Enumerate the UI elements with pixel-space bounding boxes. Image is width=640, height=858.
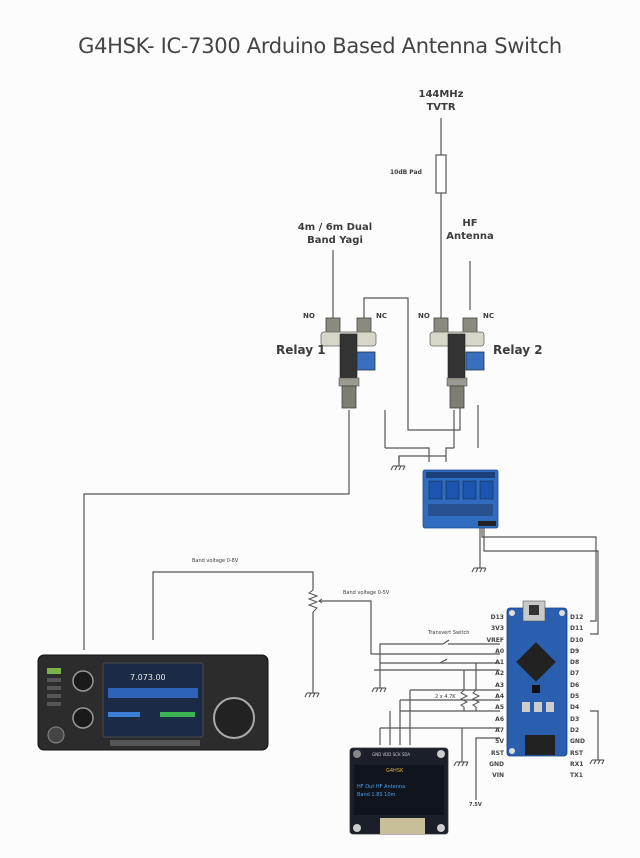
yagi-label-line1: 4m / 6m Dual (297, 222, 373, 233)
relay2-no-label: NO (418, 312, 430, 320)
pin-d5: D5 (570, 693, 580, 701)
pullup-resistor-1 (459, 689, 469, 708)
pin-d2: D2 (570, 726, 580, 734)
pullup-resistor-2 (471, 689, 481, 708)
radio-knob-2 (72, 707, 94, 729)
pin-vin: VIN (492, 772, 504, 780)
pin-d6: D6 (570, 681, 580, 689)
wire-relay1-coil-to-board (385, 447, 430, 462)
wire-relay1-common-to-radio (83, 410, 350, 650)
pin-a5: A5 (495, 704, 504, 712)
pin-gnd-left: GND (489, 760, 504, 768)
wire-relay1-nc-to-relay2-common (363, 297, 461, 431)
pin-a4: A4 (495, 693, 504, 701)
transvert-switch-label: Transvert Switch (428, 630, 470, 636)
pin-rx1: RX1 (570, 760, 584, 768)
hf-antenna-label-line2: Antenna (446, 231, 494, 242)
wire-relay-ground-bus (398, 455, 446, 462)
pin-rst-left: RST (490, 749, 504, 757)
pin-vref: VREF (486, 636, 504, 644)
wire-vin-supply (475, 737, 500, 800)
wire-relayboard-to-d11 (481, 528, 597, 622)
radio-screen (102, 662, 204, 738)
wire-relay2-coil-to-board (445, 447, 454, 462)
potentiometer (307, 589, 319, 613)
wire-band-voltage-8v (152, 571, 314, 640)
ground-symbols (304, 465, 605, 767)
pin-d10: D10 (570, 636, 584, 644)
hf-antenna-label: HF Antenna (440, 217, 500, 243)
pin-tx1: TX1 (570, 772, 583, 780)
tvtr-label-line2: TVTR (426, 102, 456, 113)
pin-d13: D13 (490, 614, 504, 621)
hf-antenna-label-line1: HF (462, 218, 478, 229)
oled-display (349, 747, 449, 835)
pin-d3: D3 (570, 715, 580, 723)
wire-band-voltage-5v-to-a0 (319, 600, 500, 655)
pin-a6: A6 (495, 715, 504, 723)
coax-relay-1 (320, 317, 377, 409)
microcontroller-chip (516, 642, 556, 682)
vfo-dial (213, 697, 255, 739)
wire-transvert-switch-a (379, 643, 443, 663)
pad-label: 10dB Pad (390, 169, 422, 176)
pin-a0: A0 (495, 647, 504, 655)
pin-5v: 5V (495, 738, 504, 746)
vin-supply-label: 7.5V (469, 802, 482, 808)
relay2-nc-label: NC (483, 312, 494, 320)
relay1-label: Relay 1 (276, 343, 326, 357)
radio-knob-1 (72, 670, 94, 692)
pin-d11: D11 (570, 625, 584, 633)
band-voltage-5v-label: Band voltage 0-5V (343, 590, 390, 596)
relay-board (422, 469, 499, 529)
arduino-nano (506, 600, 568, 757)
pin-gnd-right: GND (570, 738, 585, 746)
yagi-label: 4m / 6m Dual Band Yagi (290, 221, 380, 247)
pin-a1: A1 (495, 659, 504, 667)
resistors-label: 2 x 4.7K (435, 694, 456, 700)
tvtr-label: 144MHz TVTR (410, 88, 472, 114)
oled-line2: HF Out HF Antenna (357, 784, 406, 790)
pin-d9: D9 (570, 647, 580, 655)
pin-a2: A2 (495, 670, 504, 678)
relay-coil (356, 351, 376, 371)
band-voltage-8v-label: Band voltage 0-8V (192, 558, 239, 564)
yagi-label-line2: Band Yagi (307, 235, 363, 246)
relay2-label: Relay 2 (493, 343, 543, 357)
icsp-header (525, 735, 555, 755)
tvtr-label-line1: 144MHz (418, 89, 464, 100)
relay1-nc-label: NC (376, 312, 387, 320)
ic7300-radio (37, 654, 269, 751)
radio-frequency: 7.073.00 (130, 673, 166, 682)
coax-relay-2 (429, 317, 485, 409)
oled-line1: G4HSK (386, 768, 404, 774)
relay1-no-label: NO (303, 312, 315, 320)
oled-line3: Band 1.8S 10m (357, 792, 396, 798)
wire-relayboard-to-d12 (483, 528, 599, 635)
pin-d8: D8 (570, 659, 580, 667)
arduino-left-pins: D13 3V3 VREF A0 A1 A2 A3 A4 A5 A6 A7 5V … (486, 612, 504, 781)
pin-a7: A7 (495, 726, 504, 734)
attenuator-pad (435, 154, 447, 194)
pin-3v3: 3V3 (491, 625, 504, 633)
pin-a3: A3 (495, 681, 504, 689)
pin-rst-right: RST (570, 749, 584, 757)
pin-d4: D4 (570, 704, 580, 712)
oled-header-pins: GND VDD SCK SDA (372, 752, 411, 757)
pin-d12: D12 (570, 614, 584, 621)
diagram-title: G4HSK- IC-7300 Arduino Based Antenna Swi… (78, 34, 562, 58)
arduino-right-pins: D12 D11 D10 D9 D8 D7 D6 D5 D4 D3 D2 GND … (570, 612, 588, 781)
wire-right-gnd (590, 710, 599, 760)
pin-d7: D7 (570, 670, 580, 678)
relay-coil (465, 351, 485, 371)
